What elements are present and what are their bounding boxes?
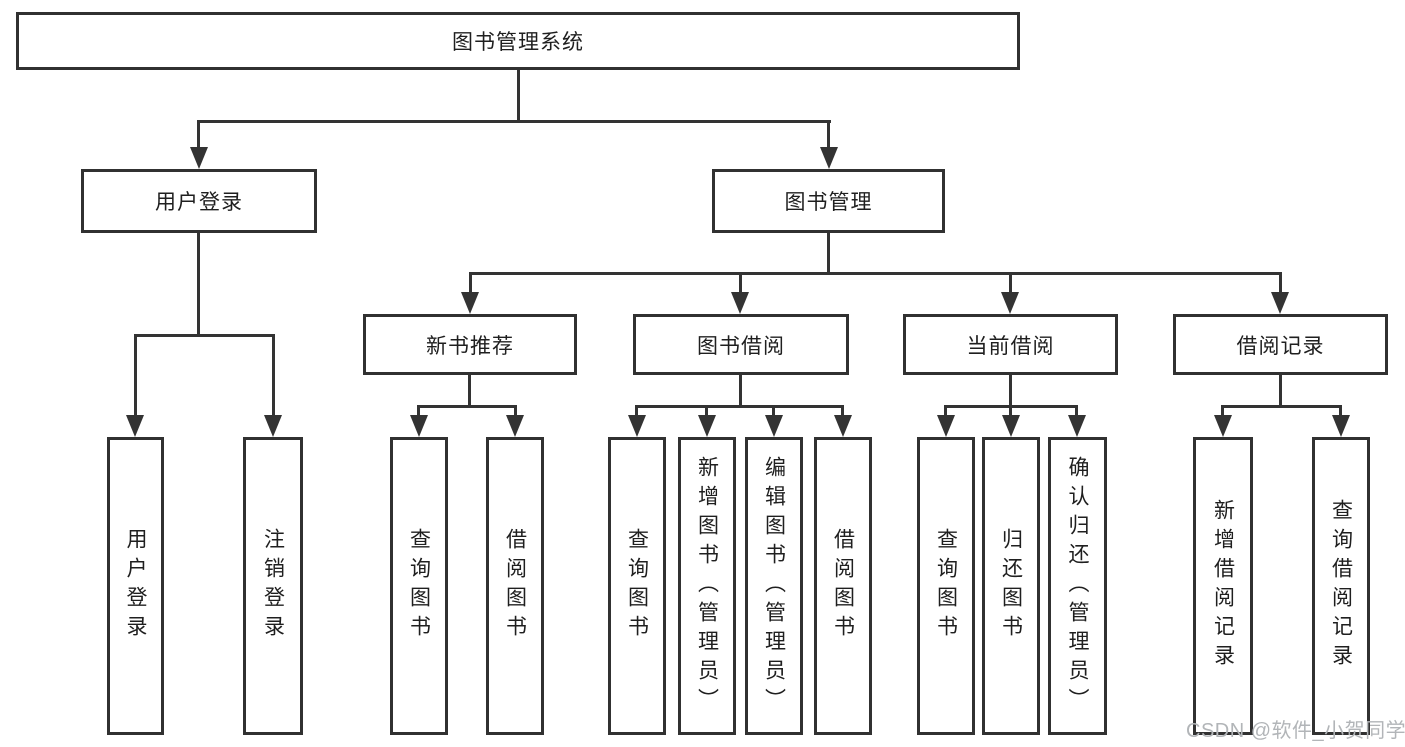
- connector-line: [772, 405, 775, 418]
- connector-line: [197, 120, 831, 123]
- connector-line: [635, 405, 638, 418]
- arrow-down: [765, 415, 783, 437]
- leaf-borrow-edit-books-admin: 编辑图书（管理员）: [745, 437, 803, 735]
- arrow-down: [1332, 415, 1350, 437]
- leaf-borrow-add-books-admin: 新增图书（管理员）: [678, 437, 736, 735]
- leaf-record-add-borrow-record: 新增借阅记录: [1193, 437, 1253, 735]
- leaf-logout: 注销登录: [243, 437, 303, 735]
- node-user-login: 用户登录: [81, 169, 317, 233]
- arrow-down: [1068, 415, 1086, 437]
- node-library-management-system: 图书管理系统: [16, 12, 1020, 70]
- connector-line: [469, 272, 472, 294]
- connector-line: [417, 405, 420, 418]
- arrow-down: [506, 415, 524, 437]
- connector-line: [134, 334, 275, 337]
- leaf-user-login: 用户登录: [107, 437, 164, 735]
- connector-line: [468, 375, 471, 408]
- connector-line: [739, 375, 742, 408]
- arrow-down: [1271, 292, 1289, 314]
- connector-line: [827, 233, 830, 275]
- arrow-down: [628, 415, 646, 437]
- connector-line: [1009, 272, 1012, 294]
- leaf-newbook-borrow-books: 借阅图书: [486, 437, 544, 735]
- leaf-current-confirm-return-admin: 确认归还（管理员）: [1048, 437, 1107, 735]
- arrow-down: [190, 147, 208, 169]
- arrow-down: [1214, 415, 1232, 437]
- arrow-down: [1001, 292, 1019, 314]
- connector-line: [635, 405, 844, 408]
- leaf-current-return-books: 归还图书: [982, 437, 1040, 735]
- node-new-book-recommendation: 新书推荐: [363, 314, 577, 375]
- arrow-down: [1002, 415, 1020, 437]
- node-current-borrowing: 当前借阅: [903, 314, 1118, 375]
- connector-line: [1075, 405, 1078, 418]
- connector-line: [1339, 405, 1342, 418]
- arrow-down: [698, 415, 716, 437]
- arrow-down: [264, 415, 282, 437]
- connector-line: [1279, 272, 1282, 294]
- leaf-newbook-query-books: 查询图书: [390, 437, 448, 735]
- connector-line: [417, 405, 517, 408]
- arrow-down: [834, 415, 852, 437]
- connector-line: [469, 272, 1282, 275]
- connector-line: [841, 405, 844, 418]
- connector-line: [739, 272, 742, 294]
- node-book-borrowing: 图书借阅: [633, 314, 849, 375]
- node-book-management: 图书管理: [712, 169, 945, 233]
- connector-line: [197, 233, 200, 337]
- connector-line: [517, 70, 520, 121]
- connector-line: [1221, 405, 1342, 408]
- connector-line: [827, 120, 830, 150]
- connector-line: [1009, 375, 1012, 408]
- connector-line: [705, 405, 708, 418]
- arrow-down: [820, 147, 838, 169]
- leaf-borrow-query-books: 查询图书: [608, 437, 666, 735]
- connector-line: [1009, 405, 1012, 418]
- connector-line: [134, 334, 137, 418]
- leaf-current-query-books: 查询图书: [917, 437, 975, 735]
- arrow-down: [731, 292, 749, 314]
- connector-line: [944, 405, 947, 418]
- arrow-down: [410, 415, 428, 437]
- leaf-record-query-borrow-record: 查询借阅记录: [1312, 437, 1370, 735]
- arrow-down: [126, 415, 144, 437]
- arrow-down: [461, 292, 479, 314]
- connector-line: [1221, 405, 1224, 418]
- connector-line: [197, 120, 200, 150]
- arrow-down: [937, 415, 955, 437]
- node-borrowing-records: 借阅记录: [1173, 314, 1388, 375]
- connector-line: [272, 334, 275, 418]
- leaf-borrow-borrow-books: 借阅图书: [814, 437, 872, 735]
- watermark: CSDN @软件_小贺同学: [1186, 720, 1405, 742]
- connector-line: [514, 405, 517, 418]
- connector-line: [1279, 375, 1282, 408]
